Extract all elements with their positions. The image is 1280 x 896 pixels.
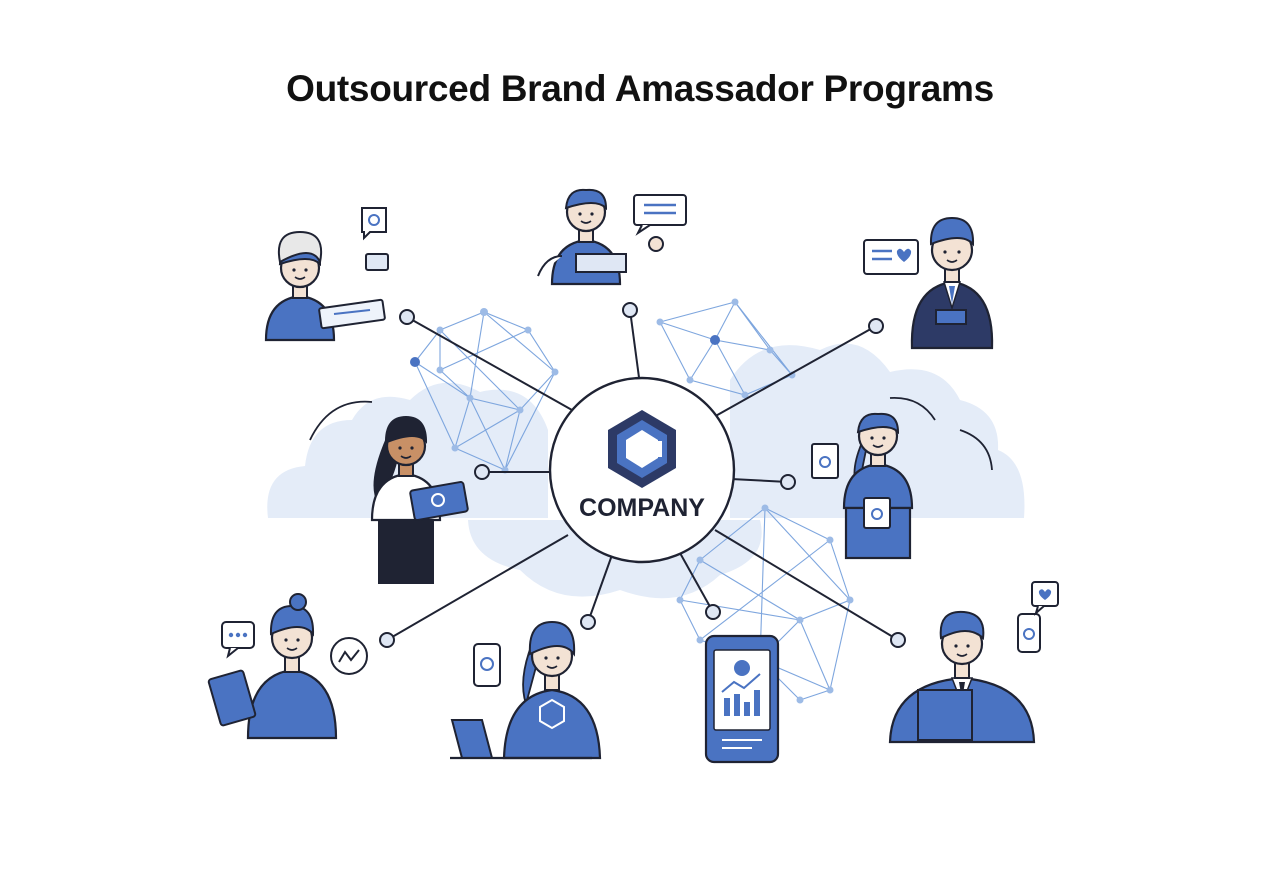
company-hub: COMPANY — [548, 376, 736, 564]
hexagon-c-logo — [608, 410, 676, 488]
ambassador-with-shopping-bags — [811, 412, 914, 560]
trend-line-icon — [330, 637, 368, 675]
spoke-endpoints — [379, 302, 906, 648]
page-title: Outsourced Brand Amassador Programs — [286, 68, 994, 109]
message-bubble-icon — [633, 194, 687, 236]
hub-spokes — [386, 309, 899, 641]
ambassador-with-tablet — [370, 416, 469, 584]
heart-bubble-icon — [1031, 581, 1059, 616]
typing-bubble-icon — [221, 621, 255, 659]
ambassador-with-clipboard — [207, 593, 338, 740]
heart-message-icon — [863, 239, 919, 275]
ambassador-senior-with-card — [264, 230, 389, 342]
ambassador-suited-with-card — [910, 216, 994, 350]
network-mesh-top-right — [656, 298, 796, 399]
ambassador-with-phone — [888, 610, 1041, 744]
chat-bubble-icon — [361, 207, 387, 241]
ambassador-with-package — [537, 188, 664, 286]
company-label: COMPANY — [579, 494, 705, 522]
bar-chart-icon — [721, 660, 761, 716]
analytics-tablet — [704, 634, 780, 764]
ambassador-with-phone-and-laptop — [450, 620, 602, 760]
